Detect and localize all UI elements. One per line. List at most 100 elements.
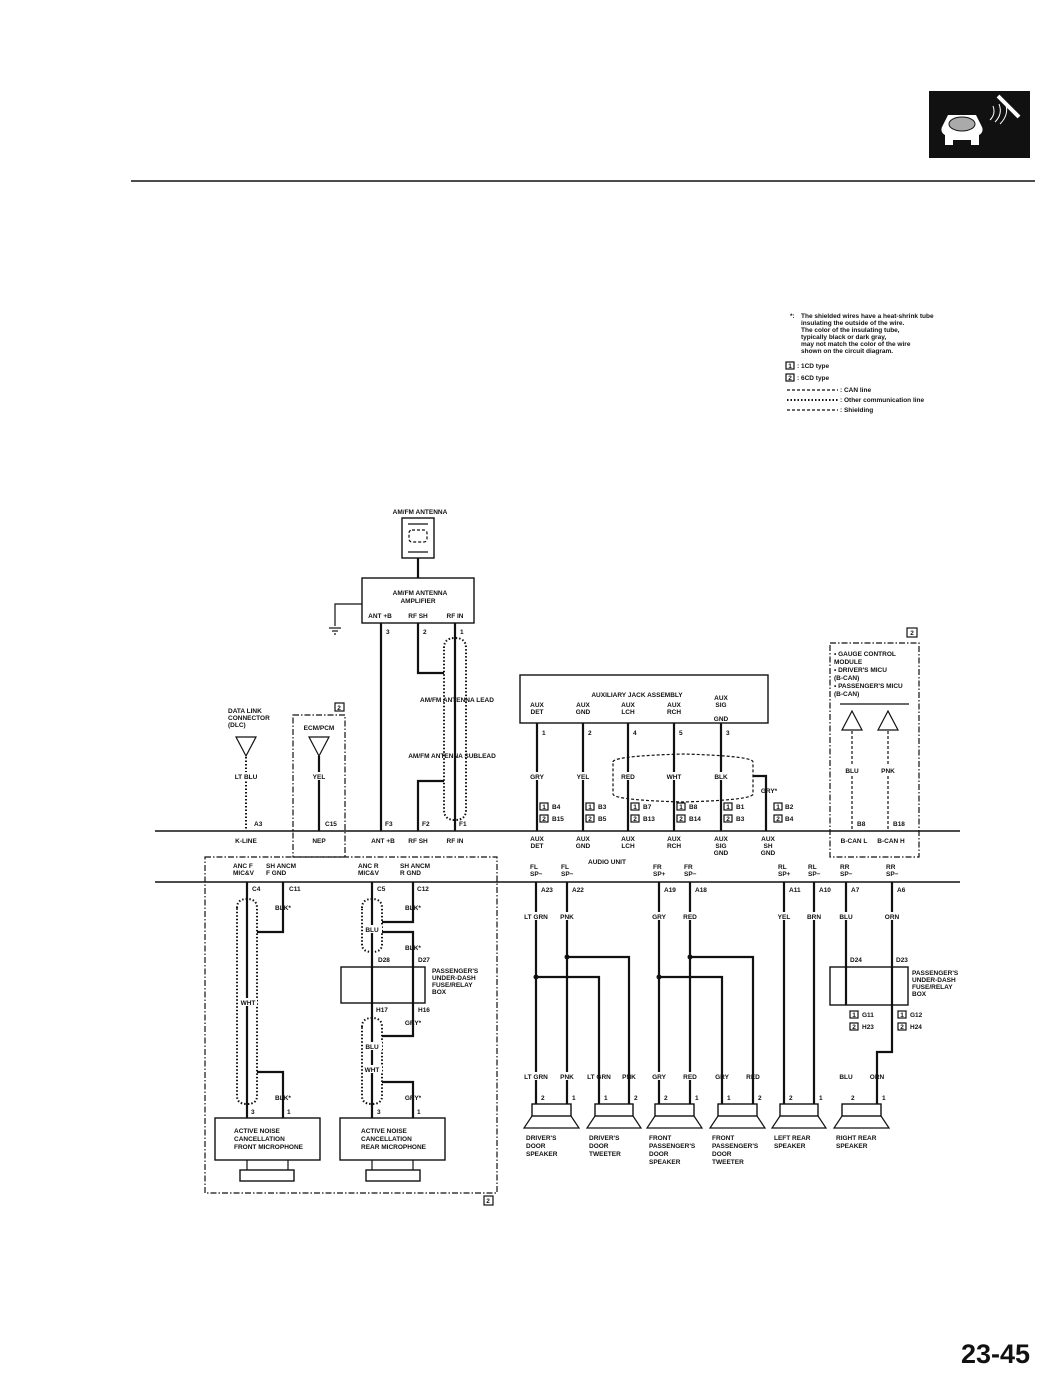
svg-text:G11: G11 — [862, 1012, 874, 1019]
speaker-pin-number: 2 — [789, 1095, 793, 1102]
svg-text:D23: D23 — [896, 957, 908, 964]
type-number: 1 — [679, 804, 683, 811]
am-fm-antenna: AM/FM ANTENNA — [393, 509, 448, 578]
speaker-pin-number: 2 — [851, 1095, 855, 1102]
svg-text:RF SH: RF SH — [408, 613, 428, 620]
aux-pin-label: SIG — [715, 702, 726, 709]
audio-unit-pin-label: SIG — [715, 843, 726, 850]
speaker-pin-label: RL — [778, 864, 787, 871]
svg-text:YEL: YEL — [313, 774, 326, 781]
speaker-pin-number: 1 — [819, 1095, 823, 1102]
wire-color: BLU — [839, 914, 853, 921]
wire-color: GRY — [652, 1074, 667, 1081]
audio-unit-pin-label: GND — [576, 843, 591, 850]
svg-text:GRY*: GRY* — [405, 1095, 422, 1102]
svg-text:B4: B4 — [785, 816, 794, 823]
speaker-name: DRIVER'S — [589, 1135, 620, 1142]
wire-color: RED — [683, 1074, 697, 1081]
svg-text:F2: F2 — [422, 821, 430, 828]
svg-text:2: 2 — [486, 1198, 490, 1205]
svg-text:*:: *: — [790, 313, 795, 320]
svg-text:1: 1 — [776, 804, 780, 811]
data-link-connector: DATA LINK CONNECTOR (DLC) LT BLU A3 K-LI… — [228, 708, 270, 845]
antenna-amplifier: AM/FM ANTENNA AMPLIFIER ANT +B RF SH RF … — [329, 577, 496, 845]
speaker-pin-label: SP− — [886, 871, 899, 878]
svg-text:BOX: BOX — [432, 989, 447, 996]
speaker-pin-label: SP+ — [778, 871, 791, 878]
speaker-name: SPEAKER — [836, 1143, 868, 1150]
label-bg — [677, 1072, 703, 1080]
aux-pin-number: 1 — [542, 730, 546, 737]
aux-pin-label: LCH — [621, 709, 635, 716]
svg-text:AUX: AUX — [761, 836, 775, 843]
svg-text:BLK*: BLK* — [405, 945, 421, 952]
speaker-name: DOOR — [589, 1143, 609, 1150]
svg-text:SH: SH — [763, 843, 772, 850]
ground-icon — [329, 627, 341, 635]
svg-text:B-CAN L: B-CAN L — [841, 838, 868, 845]
aux-pin-label: AUX — [714, 695, 728, 702]
speaker-cone — [708, 1115, 767, 1129]
wire-color: BLU — [839, 1074, 853, 1081]
svg-text:2: 2 — [788, 375, 792, 382]
label-bg — [771, 912, 797, 920]
svg-text:A3: A3 — [254, 821, 263, 828]
anc-front-microphone: C4 C11 BLK* WHT BLK* 3 1 ACTIVE NOISE CA… — [214, 882, 321, 1182]
aux-pin-label: AUX — [621, 702, 635, 709]
speaker-pin-number: 2 — [541, 1095, 545, 1102]
svg-text:D28: D28 — [378, 957, 390, 964]
section-icon — [929, 91, 1030, 158]
speaker-name: TWEETER — [589, 1151, 621, 1158]
svg-text:The color of the insulating tu: The color of the insulating tube, — [801, 327, 900, 334]
svg-text:• PASSENGER'S MICU: • PASSENGER'S MICU — [834, 683, 903, 690]
svg-text:F1: F1 — [459, 821, 467, 828]
svg-text:(DLC): (DLC) — [228, 722, 246, 729]
svg-text:G12: G12 — [910, 1012, 923, 1019]
type-number: 2 — [542, 816, 546, 823]
svg-text:1: 1 — [788, 363, 792, 370]
svg-text:shown on the circuit diagram.: shown on the circuit diagram. — [801, 348, 893, 355]
svg-text:B2: B2 — [785, 804, 794, 811]
svg-text:PASSENGER'S: PASSENGER'S — [432, 968, 479, 975]
type-box — [630, 802, 640, 811]
svg-text:SH ANCM: SH ANCM — [400, 863, 430, 870]
wire-color: YEL — [778, 914, 791, 921]
svg-text:1: 1 — [852, 1012, 856, 1019]
type-number: 1 — [726, 804, 730, 811]
svg-text:: 1CD type: : 1CD type — [797, 363, 830, 370]
speaker-pin-label: FL — [561, 864, 569, 871]
svg-text:B-CAN H: B-CAN H — [877, 838, 905, 845]
audio-unit-pin-label: RCH — [667, 843, 681, 850]
speaker-pin-label: SP− — [530, 871, 543, 878]
label-bg — [554, 1072, 580, 1080]
svg-text:ANC F: ANC F — [233, 863, 253, 870]
svg-text:: Shielding: : Shielding — [840, 407, 873, 414]
svg-text:H17: H17 — [376, 1007, 388, 1014]
audio-unit-pin-label: DET — [531, 843, 544, 850]
rear-fuse-box: D24 D23 PASSENGER'S UNDER-DASH FUSE/RELA… — [829, 957, 959, 1104]
speaker-terminal: A11 — [789, 887, 801, 894]
svg-text:WHT: WHT — [241, 1000, 256, 1007]
type-number: 1 — [588, 804, 592, 811]
svg-text:2: 2 — [776, 816, 780, 823]
aux-pin-label: AUX — [530, 702, 544, 709]
aux-pin-label: GND — [714, 716, 729, 723]
speaker-pin-label: RR — [840, 864, 850, 871]
connector-terminal: B15 — [552, 816, 564, 823]
svg-text:C12: C12 — [417, 886, 429, 893]
svg-text:AUXILIARY JACK ASSEMBLY: AUXILIARY JACK ASSEMBLY — [591, 692, 683, 699]
connector-terminal: B1 — [736, 804, 745, 811]
svg-text:GND: GND — [761, 850, 776, 857]
connector-terminal: B8 — [689, 804, 698, 811]
speaker-name: RIGHT REAR — [836, 1135, 877, 1142]
type-number: 2 — [633, 816, 637, 823]
wire-color: BLK — [714, 774, 728, 781]
speaker-pin-number: 1 — [604, 1095, 608, 1102]
svg-text:PNK: PNK — [881, 768, 895, 775]
speaker-cone — [770, 1115, 828, 1129]
type-box — [539, 802, 549, 811]
label-bg — [523, 1072, 549, 1080]
svg-text:2: 2 — [337, 705, 341, 712]
